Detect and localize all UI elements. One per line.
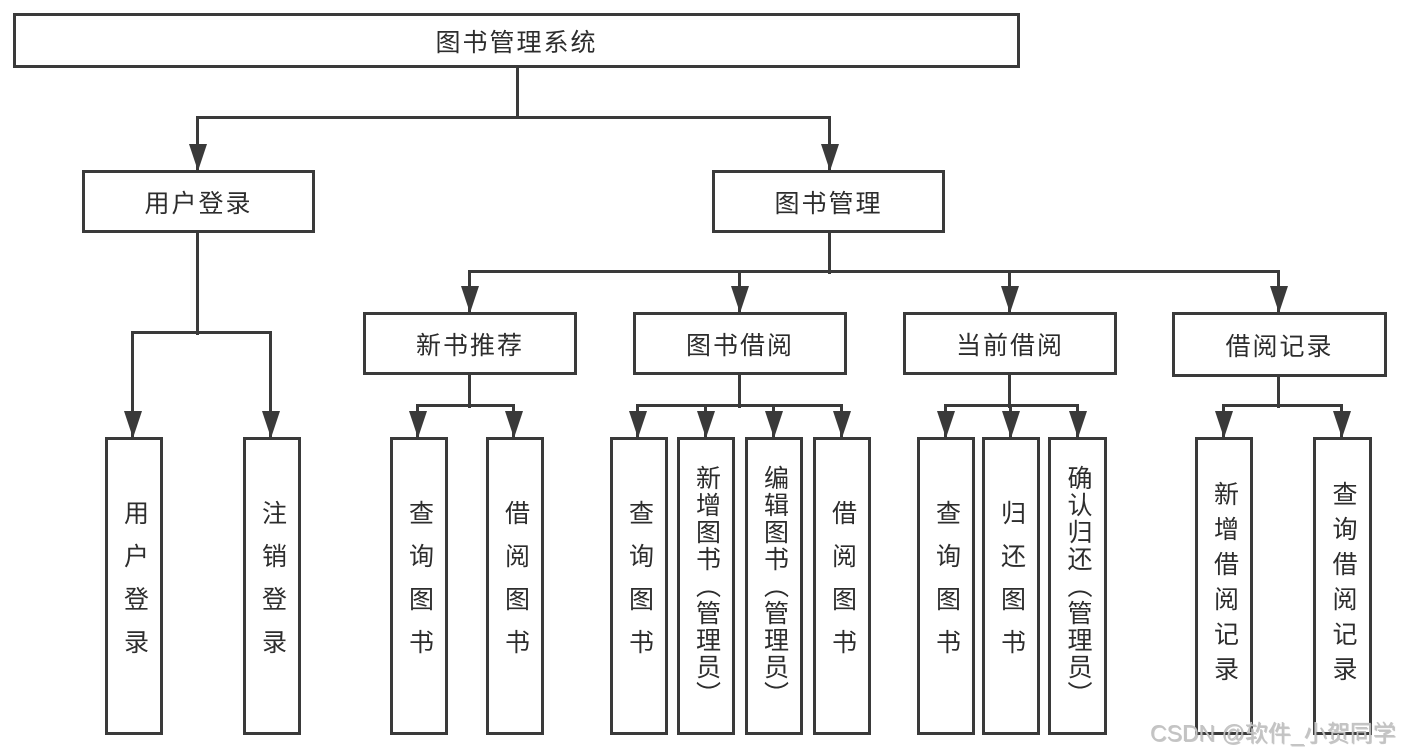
connector-line — [468, 270, 1280, 273]
arrowhead-down-icon — [731, 286, 749, 313]
connector-line — [828, 233, 831, 274]
connector-line — [1222, 404, 1343, 407]
node-label: 借阅图书 — [828, 500, 857, 672]
node-label: 借阅记录 — [1225, 332, 1334, 361]
arrowhead-down-icon — [629, 411, 647, 438]
node-current-borrowing: 当前借阅 — [903, 312, 1117, 375]
arrowhead-down-icon — [1333, 411, 1351, 438]
leaf-borrow-books-2: 借阅图书 — [813, 437, 871, 735]
connector-line — [468, 374, 471, 408]
leaf-borrow-books-1: 借阅图书 — [486, 437, 544, 735]
leaf-add-books-admin: 新增图书（管理员） — [677, 437, 735, 735]
node-label: 新增借阅记录 — [1210, 481, 1239, 691]
arrowhead-down-icon — [124, 411, 142, 438]
node-borrowing-records: 借阅记录 — [1172, 312, 1387, 377]
arrowhead-down-icon — [765, 411, 783, 438]
arrowhead-down-icon — [262, 411, 280, 438]
connector-line — [196, 233, 199, 335]
node-label: 编辑图书（管理员） — [760, 464, 789, 708]
leaf-user-login: 用户登录 — [105, 437, 163, 735]
node-label: 用户登录 — [144, 189, 253, 218]
node-label: 归还图书 — [997, 500, 1026, 672]
leaf-query-books-2: 查询图书 — [610, 437, 668, 735]
node-root: 图书管理系统 — [13, 13, 1020, 68]
node-label: 图书管理 — [774, 189, 883, 218]
connector-line — [131, 331, 272, 334]
connector-line — [944, 404, 1079, 407]
arrowhead-down-icon — [1001, 286, 1019, 313]
connector-line — [196, 116, 831, 119]
connector-line — [416, 404, 515, 407]
node-label: 新增图书（管理员） — [692, 464, 721, 708]
arrowhead-down-icon — [461, 286, 479, 313]
node-label: 查询图书 — [625, 500, 654, 672]
arrowhead-down-icon — [1002, 411, 1020, 438]
node-label: 注销登录 — [258, 500, 287, 672]
node-label: 当前借阅 — [955, 331, 1064, 360]
watermark: CSDN @软件_小贺同学 — [1150, 720, 1396, 746]
arrowhead-down-icon — [1215, 411, 1233, 438]
leaf-query-borrow-record: 查询借阅记录 — [1313, 437, 1372, 735]
connector-line — [131, 333, 134, 437]
node-label: 借阅图书 — [501, 500, 530, 672]
node-new-book-recommend: 新书推荐 — [363, 312, 577, 375]
leaf-add-borrow-record: 新增借阅记录 — [1195, 437, 1253, 735]
node-label: 确认归还（管理员） — [1064, 464, 1092, 708]
connector-line — [636, 404, 843, 407]
node-user-login: 用户登录 — [82, 170, 315, 233]
leaf-query-books-3: 查询图书 — [917, 437, 975, 735]
connector-line — [516, 67, 519, 118]
node-book-management: 图书管理 — [712, 170, 945, 233]
node-label: 查询借阅记录 — [1329, 481, 1357, 691]
leaf-logout: 注销登录 — [243, 437, 301, 735]
connector-line — [1008, 374, 1011, 408]
node-book-borrowing: 图书借阅 — [633, 312, 847, 375]
leaf-return-books: 归还图书 — [982, 437, 1040, 735]
arrowhead-down-icon — [505, 411, 523, 438]
node-label: 查询图书 — [405, 500, 434, 672]
leaf-query-books-1: 查询图书 — [390, 437, 448, 735]
arrowhead-down-icon — [697, 411, 715, 438]
node-label: 图书管理系统 — [435, 28, 598, 57]
arrowhead-down-icon — [833, 411, 851, 438]
node-label: 新书推荐 — [415, 331, 524, 360]
arrowhead-down-icon — [189, 144, 207, 171]
arrowhead-down-icon — [1270, 286, 1288, 313]
node-label: 查询图书 — [932, 500, 961, 672]
connector-line — [269, 333, 272, 437]
arrowhead-down-icon — [1069, 411, 1087, 438]
leaf-confirm-return-admin: 确认归还（管理员） — [1048, 437, 1107, 735]
connector-line — [1277, 376, 1280, 408]
node-label: 用户登录 — [120, 500, 149, 672]
arrowhead-down-icon — [409, 411, 427, 438]
connector-line — [738, 374, 741, 408]
arrowhead-down-icon — [937, 411, 955, 438]
arrowhead-down-icon — [821, 144, 839, 171]
node-label: 图书借阅 — [685, 331, 794, 360]
leaf-edit-books-admin: 编辑图书（管理员） — [745, 437, 803, 735]
